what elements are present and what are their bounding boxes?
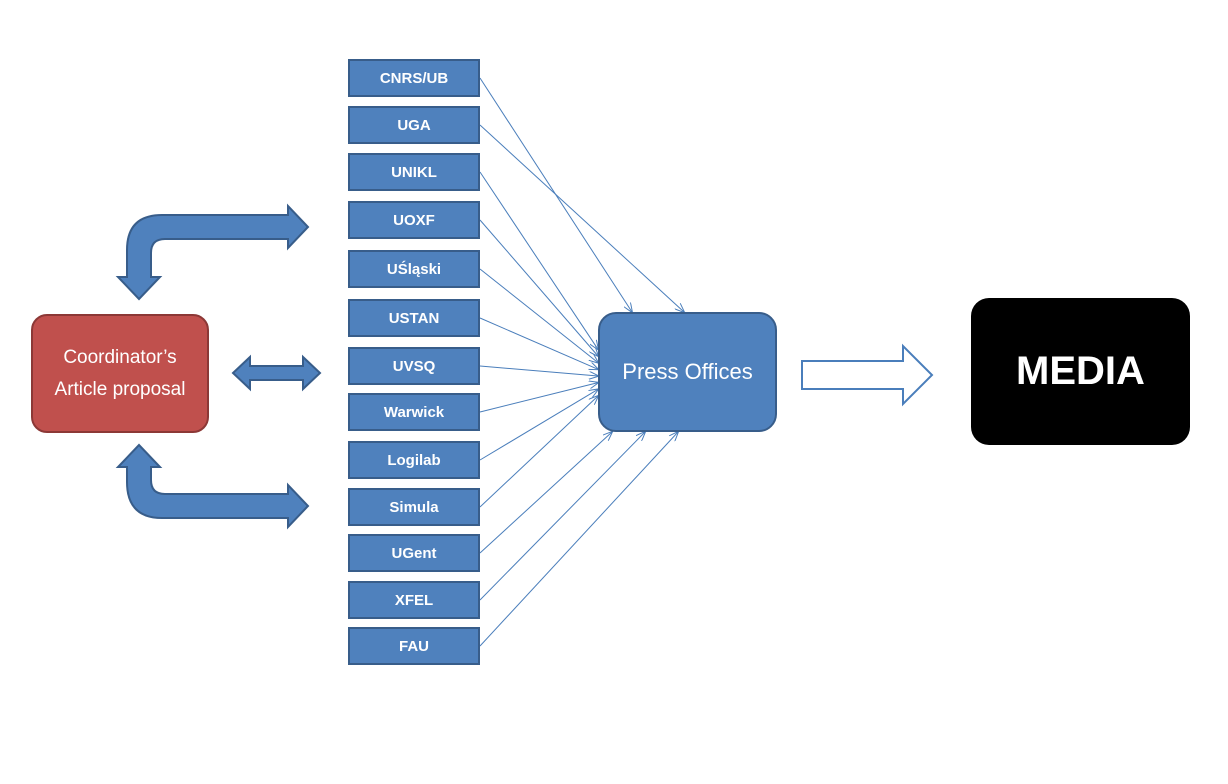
partner-box: XFEL [348,581,480,619]
partner-box: UVSQ [348,347,480,385]
partner-label: UŚląski [386,260,442,278]
partner-connector-arrow [479,317,598,369]
press-offices-box: Press Offices [598,312,777,432]
partner-box: Warwick [348,393,480,431]
partner-label: USTAN [388,309,440,327]
partner-label: UGA [397,116,431,134]
coordinator-label: Coordinator’s Article proposal [54,346,186,400]
double-arrow [231,354,322,392]
partner-label: XFEL [394,591,434,609]
partner-box: UŚląski [348,250,480,288]
partner-connector-arrow [479,171,598,349]
partner-connector-arrow [479,432,612,554]
partner-label: CNRS/UB [379,69,449,87]
partner-box: UOXF [348,201,480,239]
partner-box: FAU [348,627,480,665]
partner-label: UGent [391,544,437,562]
media-hollow-arrow [801,343,934,407]
partner-label: UOXF [393,211,435,229]
partner-connector-arrow [479,432,678,647]
partner-box: UGent [348,534,480,572]
partner-box: UGA [348,106,480,144]
partner-connector-lines [479,77,684,647]
partner-box: Logilab [348,441,480,479]
partner-label: Logilab [387,451,441,469]
partner-connector-arrow [479,268,598,363]
partner-connector-arrow [479,383,598,413]
partner-connector-arrow [479,396,598,508]
lower-curved-arrow [115,443,310,530]
upper-curved-arrow [115,203,310,301]
partner-box: Simula [348,488,480,526]
partner-label: UNIKL [391,163,437,181]
partner-label: FAU [399,637,429,655]
partner-box: UNIKL [348,153,480,191]
partner-box: USTAN [348,299,480,337]
partner-connector-arrow [479,389,598,461]
partner-box: CNRS/UB [348,59,480,97]
partner-label: Warwick [383,403,445,421]
partner-connector-arrow [479,365,598,376]
partner-connector-arrow [479,124,684,312]
partner-connector-arrow [479,432,645,601]
partner-label: UVSQ [392,357,436,375]
partner-label: Simula [389,498,439,516]
partner-connector-arrow [479,219,598,356]
press-offices-label: Press Offices [622,359,753,384]
media-label: MEDIA [1016,349,1145,393]
media-box: MEDIA [971,298,1190,445]
coordinator-proposal-box: Coordinator’s Article proposal [31,314,209,433]
